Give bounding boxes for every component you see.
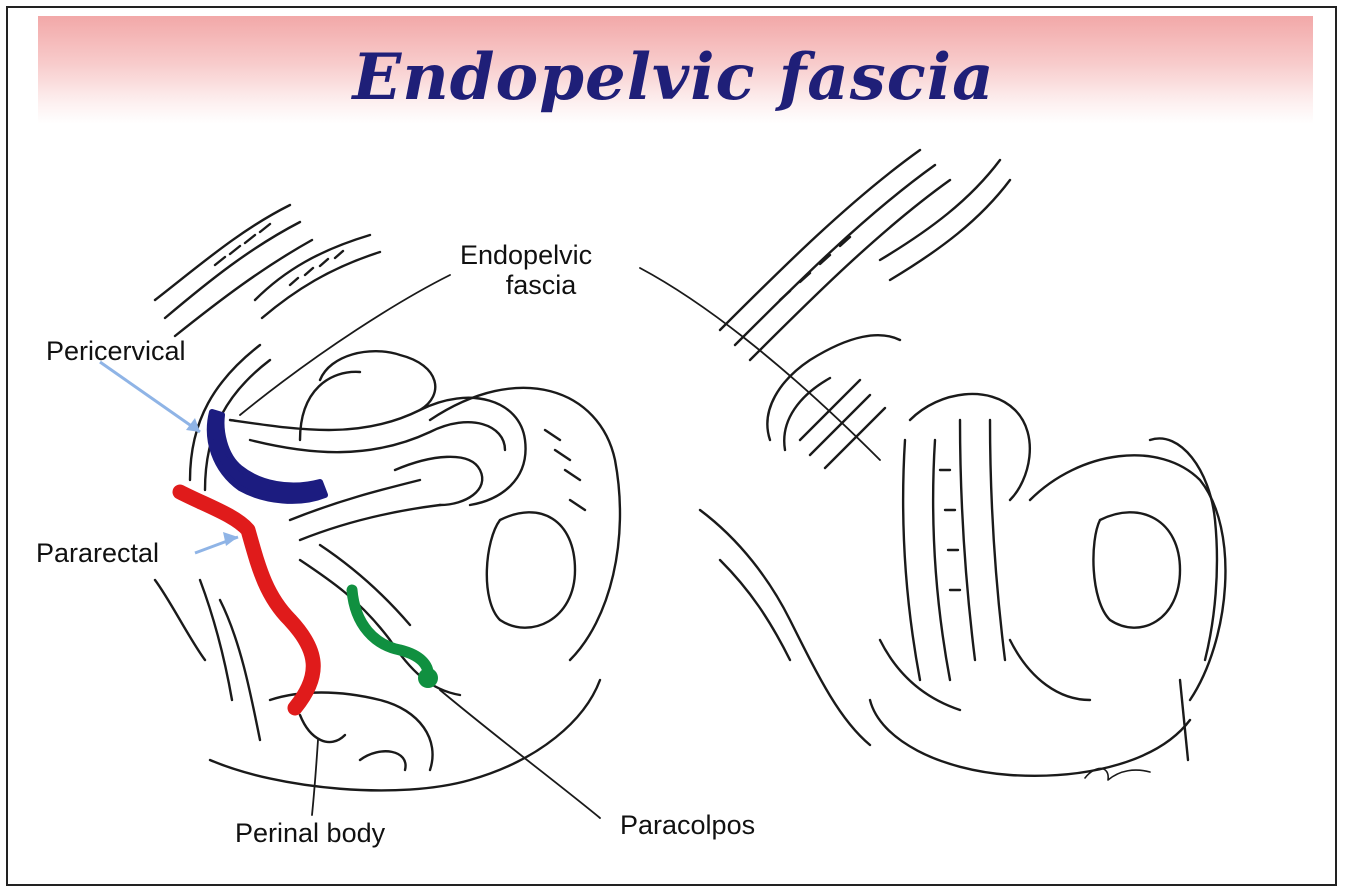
pericervical-arrow — [100, 362, 200, 432]
endopelvic-label-line2: fascia — [460, 270, 592, 300]
endopelvic-fascia-label: Endopelvic fascia — [460, 240, 592, 300]
pericervical-label: Pericervical — [46, 336, 186, 366]
endopelvic-label-line1: Endopelvic — [460, 240, 592, 270]
pararectal-arrow — [195, 532, 238, 553]
right-sagittal-figure — [640, 150, 1225, 780]
paracolpos-highlight-tip — [418, 668, 438, 688]
paracolpos-label: Paracolpos — [620, 810, 755, 840]
perinal-body-label: Perinal body — [235, 818, 385, 848]
pararectal-label: Pararectal — [36, 538, 159, 568]
